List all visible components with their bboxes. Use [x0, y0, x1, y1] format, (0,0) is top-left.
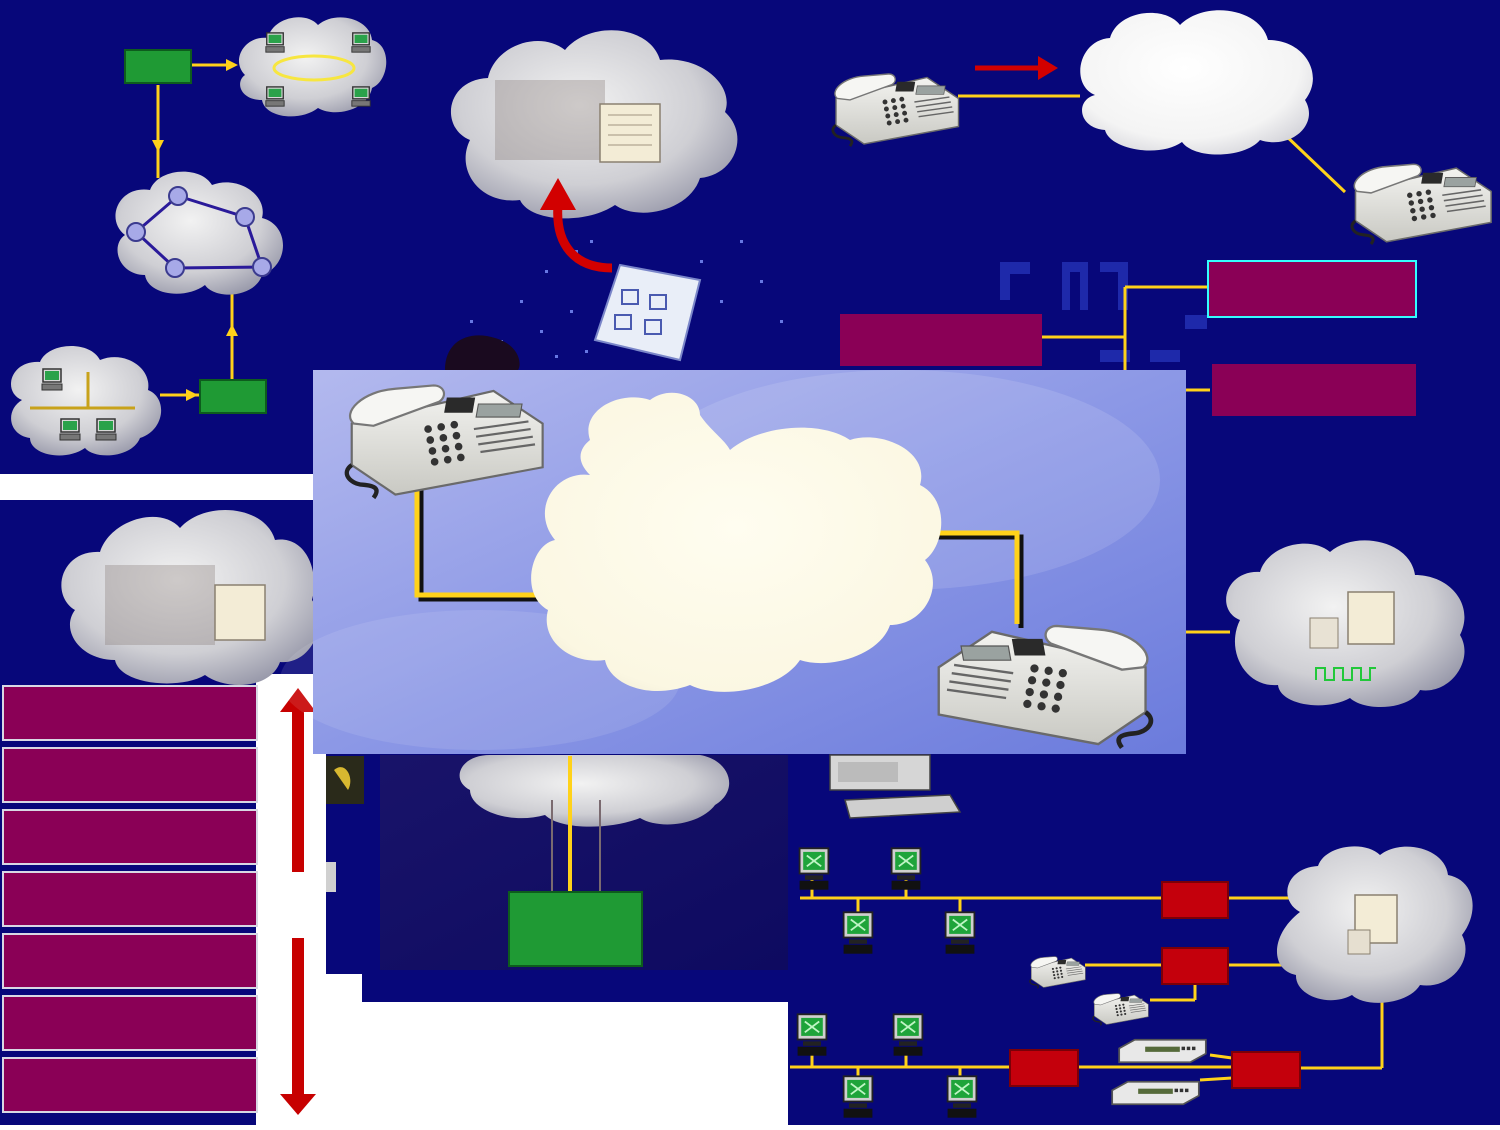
data-cloud-left: [61, 509, 319, 685]
white-gap-left: [0, 474, 313, 500]
data-cloud-bottom: [459, 755, 730, 827]
computer-icon: [796, 1013, 828, 1057]
clock-digits-decoration: [1000, 262, 1207, 362]
layer-box-4: [2, 871, 258, 927]
signal-cloud: [1186, 540, 1465, 708]
document-icon: [593, 263, 702, 362]
desktop-computer-icon: [829, 754, 962, 819]
mesh-network-icon: [115, 171, 283, 295]
data-cloud-top: [450, 30, 738, 219]
router-box-4: [1231, 1051, 1301, 1089]
topology-cluster: [10, 17, 387, 456]
computer-icon: [890, 847, 922, 891]
router-box-3: [1009, 1049, 1079, 1087]
computer-icon: [946, 1075, 978, 1119]
signal-waveform-icon: [1315, 667, 1376, 681]
router-box-1: [1161, 881, 1229, 919]
phone-call-cloud-group: [831, 10, 1493, 246]
upload-arrow-icon: [540, 178, 613, 273]
layer-box-2: [2, 747, 258, 803]
layer-box-6: [2, 995, 258, 1051]
ring-network-icon: [238, 17, 387, 117]
bus-network-icon: [10, 345, 162, 456]
protocol-tree: [840, 260, 1417, 416]
white-gap-bottom-1: [326, 974, 362, 1125]
cloud-icon: [1080, 10, 1313, 155]
person-silhouette: [445, 335, 520, 370]
white-gap-bottom-2: [362, 1002, 788, 1125]
red-arrow-right-icon: [1038, 56, 1058, 80]
network-switch-icon: [1118, 1038, 1207, 1064]
switch-box-top: [124, 49, 192, 84]
telephone-network-cloud-icon: [531, 392, 942, 692]
network-switch-icon: [1111, 1080, 1200, 1106]
router-box-2: [1161, 947, 1229, 985]
layer-box-5: [2, 933, 258, 989]
switch-box-large: [508, 891, 643, 967]
computer-icon: [842, 1075, 874, 1119]
layer-box-1: [2, 685, 258, 741]
lan-diagram: [790, 846, 1473, 1119]
computer-icon: [944, 911, 976, 955]
protocol-box-right: [1212, 364, 1416, 416]
center-telephony-panel: [280, 370, 1186, 754]
layer-stack: [2, 685, 316, 1115]
protocol-box-highlighted: [1207, 260, 1417, 318]
computer-icon: [798, 847, 830, 891]
computer-icon: [892, 1013, 924, 1057]
layer-box-7: [2, 1057, 258, 1113]
layer-box-3: [2, 809, 258, 865]
switch-box-bottom: [199, 379, 267, 414]
up-down-arrow-icon: [280, 688, 316, 1115]
computer-icon: [842, 911, 874, 955]
protocol-box-left: [840, 314, 1042, 366]
